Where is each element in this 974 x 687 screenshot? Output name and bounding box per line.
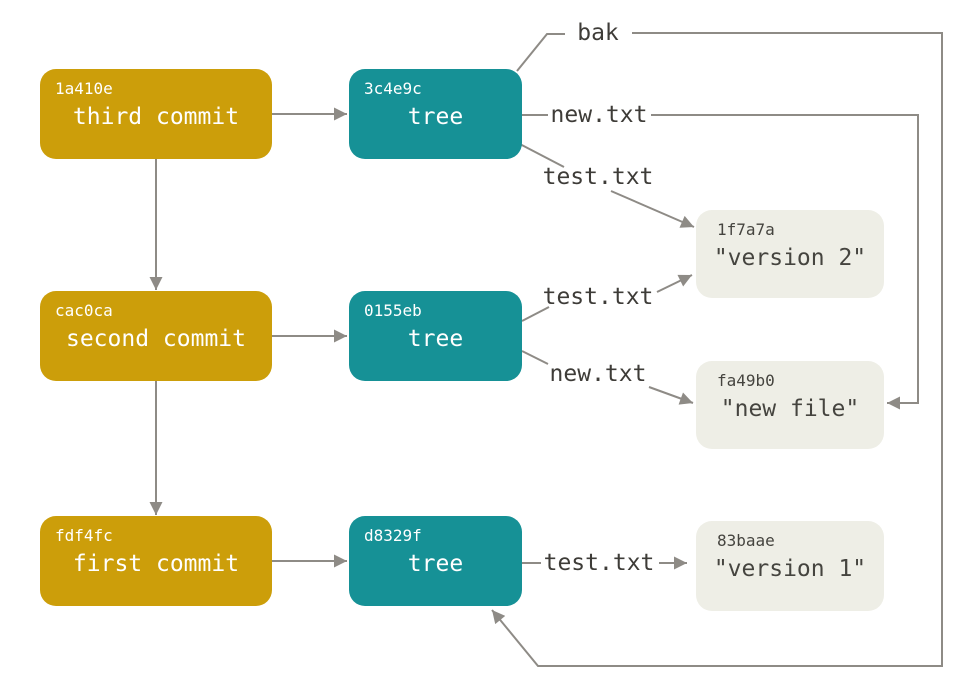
commit-label: third commit (72, 104, 240, 130)
blob-box-fa49b0: fa49b0 "new file" (696, 361, 884, 449)
blob-label: "version 1" (713, 556, 867, 582)
edge-label-testtxt-3: test.txt (543, 550, 655, 576)
commit-box-second: cac0ca second commit (40, 291, 272, 381)
blob-hash: 83baae (717, 531, 775, 550)
commit-label: second commit (65, 326, 246, 352)
blob-label: "version 2" (713, 245, 867, 271)
edge-testtxt1-to-blob-1f7a7a (610, 190, 695, 228)
blob-hash: 1f7a7a (717, 220, 775, 239)
tree-box-0155eb: 0155eb tree (349, 291, 522, 381)
blob-box-1f7a7a: 1f7a7a "version 2" (696, 210, 884, 298)
commit-box-first: fdf4fc first commit (40, 516, 272, 606)
blob-box-83baae: 83baae "version 1" (696, 521, 884, 611)
edge-bak-to-tree-d8329f (491, 32, 943, 667)
edge-label-newtxt-1: new.txt (550, 102, 648, 128)
edge-testtxt2-lead (521, 306, 550, 322)
edge-newtxt1-to-blob-fa49b0 (651, 114, 919, 410)
edge-label-testtxt-1: test.txt (542, 164, 654, 190)
edge-testtxt1-lead (515, 141, 565, 168)
edge-newtxt2-to-blob-fa49b0 (648, 386, 694, 405)
blob-label: "new file" (720, 396, 860, 422)
commit-hash: cac0ca (55, 301, 113, 320)
tree-label: tree (407, 326, 464, 352)
edge-bak-lead (516, 33, 565, 72)
edge-newtxt2-lead (521, 350, 549, 365)
commit-hash: fdf4fc (55, 526, 113, 545)
edge-label-bak: bak (577, 20, 619, 46)
edge-label-newtxt-2: new.txt (549, 361, 647, 387)
edge-testtxt2-to-blob-1f7a7a (656, 274, 693, 293)
blob-hash: fa49b0 (717, 371, 775, 390)
tree-label: tree (407, 551, 464, 577)
commit-hash: 1a410e (55, 79, 113, 98)
tree-box-3c4e9c: 3c4e9c tree (349, 69, 522, 159)
tree-hash: d8329f (364, 526, 422, 545)
edge-label-testtxt-2: test.txt (542, 284, 654, 310)
tree-box-d8329f: d8329f tree (349, 516, 522, 606)
commit-label: first commit (72, 551, 240, 577)
tree-hash: 3c4e9c (364, 79, 422, 98)
commit-box-third: 1a410e third commit (40, 69, 272, 159)
tree-hash: 0155eb (364, 301, 422, 320)
tree-label: tree (407, 104, 464, 130)
